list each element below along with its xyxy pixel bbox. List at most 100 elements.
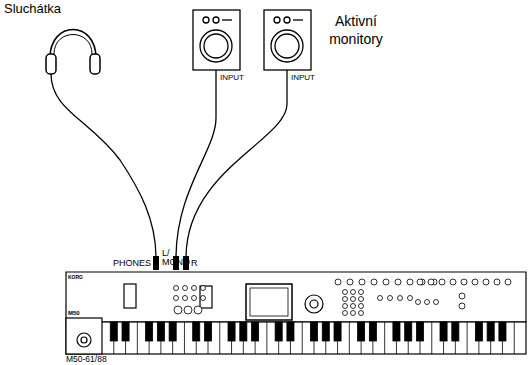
black-key [310,322,317,341]
knob [174,296,179,301]
knob [347,279,353,285]
knob [201,296,206,301]
knob [408,296,413,301]
knob [343,311,348,316]
white-key-edge [137,322,138,354]
knob [434,300,439,305]
knob [359,279,365,285]
input-label: INPUT [220,74,244,82]
knob [461,279,467,285]
knob [351,304,356,309]
knob [378,296,383,301]
knob [351,297,356,302]
black-key [240,322,247,341]
knob [343,304,348,309]
input-label: INPUT [291,74,315,82]
knob [416,300,421,305]
black-key [169,322,176,341]
black-key [393,322,400,341]
knob [494,279,500,285]
black-key [475,322,482,341]
black-key [487,322,494,341]
black-key [416,322,423,341]
jack-label: L/ MONO [162,249,172,268]
white-key-edge [184,322,185,354]
knob [183,296,188,301]
black-key [369,322,376,341]
knob [351,290,356,295]
black-key [110,322,117,341]
knob [343,297,348,302]
black-key [252,322,259,341]
knob [359,311,364,316]
knob [417,279,423,285]
cables [176,70,287,258]
knob [359,304,364,309]
black-key [322,322,329,341]
black-key [204,322,211,341]
knob [359,290,364,295]
headphones [46,30,156,259]
knob [450,279,456,285]
black-key [440,322,447,341]
black-key [499,322,506,341]
jack-label: R [191,259,198,268]
knob [371,279,377,285]
knob [483,279,489,285]
white-key-edge [514,322,515,354]
black-key [193,322,200,341]
knob [425,300,430,305]
knob [505,279,511,285]
panel-controls [174,279,512,316]
black-key [334,322,341,341]
black-key [287,322,294,341]
keys [110,322,514,354]
knob [201,286,206,291]
black-key [122,322,129,341]
black-key [275,322,282,341]
black-key [157,322,164,341]
knob [184,306,192,314]
knob [335,279,341,285]
knob [183,286,188,291]
knob [428,279,434,285]
knob [398,296,403,301]
white-key-edge [302,322,303,354]
headphones-label: Sluchátka [4,2,61,16]
white-key-edge [219,322,220,354]
white-key-edge [266,322,267,354]
knob [383,279,389,285]
white-key-edge [467,322,468,354]
knob [351,311,356,316]
knob [343,290,348,295]
knob [192,286,197,291]
knob [174,286,179,291]
black-key [228,322,235,341]
model-caption: M50-61/88 [66,355,107,364]
active-monitors [193,10,311,70]
white-key-edge [384,322,385,354]
knob [359,297,364,302]
knob [395,279,401,285]
brand-logo: KORG [68,275,83,280]
knob [459,293,465,299]
jack-label: PHONES [113,259,151,268]
knob [174,306,182,314]
monitors-label: Aktivní monitory [316,13,396,48]
black-key [452,322,459,341]
black-key [146,322,153,341]
keyboard [66,272,526,354]
knob [407,279,413,285]
knob [194,306,202,314]
knob [439,279,445,285]
black-key [405,322,412,341]
white-key-edge [349,322,350,354]
white-key-edge [431,322,432,354]
knob [192,296,197,301]
knob [472,279,478,285]
black-key [358,322,365,341]
model-logo: M50 [68,310,80,316]
knob [459,303,465,309]
knob [388,296,393,301]
